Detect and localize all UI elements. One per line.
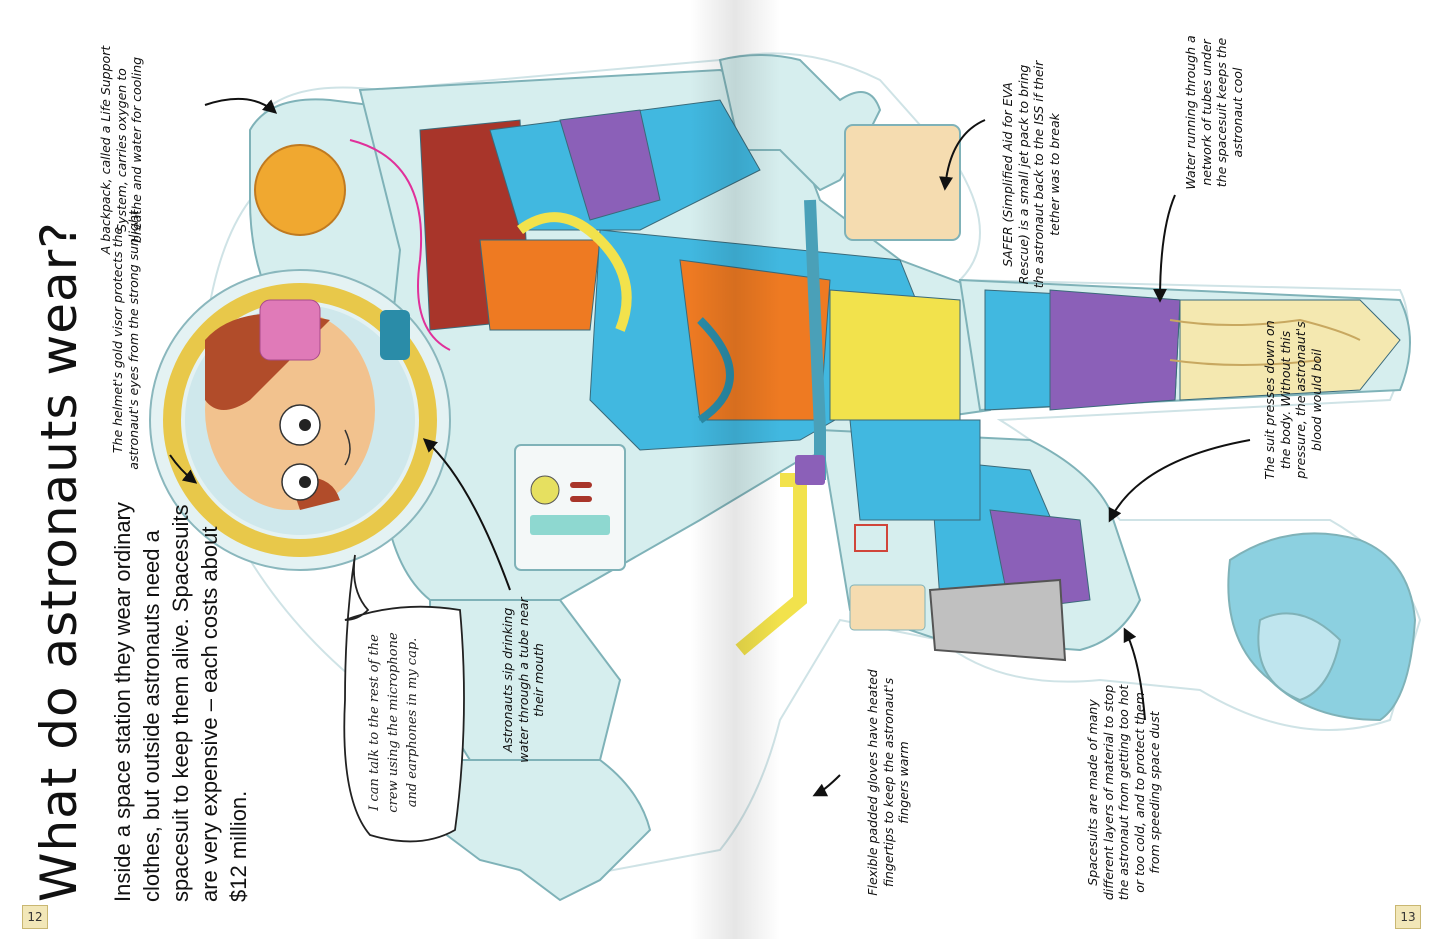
helmet	[149, 144, 451, 571]
page-gutter	[690, 0, 780, 939]
leg-details	[849, 524, 1067, 662]
intro-paragraph: Inside a space station they wear ordinar…	[110, 502, 251, 902]
safer-jetpack	[844, 124, 961, 241]
speech-bubble-shape	[343, 554, 465, 843]
callout-arrows	[169, 97, 1251, 797]
page-number-right: 13	[1395, 905, 1421, 929]
caption-drink: Astronauts sip drinking water through a …	[500, 597, 546, 763]
caption-safer: SAFER (Simplified Aid for EVA Rescue) is…	[1000, 60, 1062, 289]
page-number-left: 12	[22, 905, 48, 929]
caption-pressure: The suit presses down on the body. Witho…	[1262, 320, 1324, 480]
caption-layers: Spacesuits are made of many different la…	[1085, 684, 1162, 901]
caption-water: Water running through a network of tubes…	[1183, 35, 1245, 190]
caption-gloves: Flexible padded gloves have heated finge…	[865, 669, 911, 896]
chest-control-box	[514, 444, 825, 571]
caption-visor: The helmet's gold visor protects the ast…	[110, 210, 141, 470]
page-title: What do astronauts wear?	[30, 221, 88, 902]
speech-bubble-text: I can talk to the rest of the crew using…	[367, 632, 420, 813]
